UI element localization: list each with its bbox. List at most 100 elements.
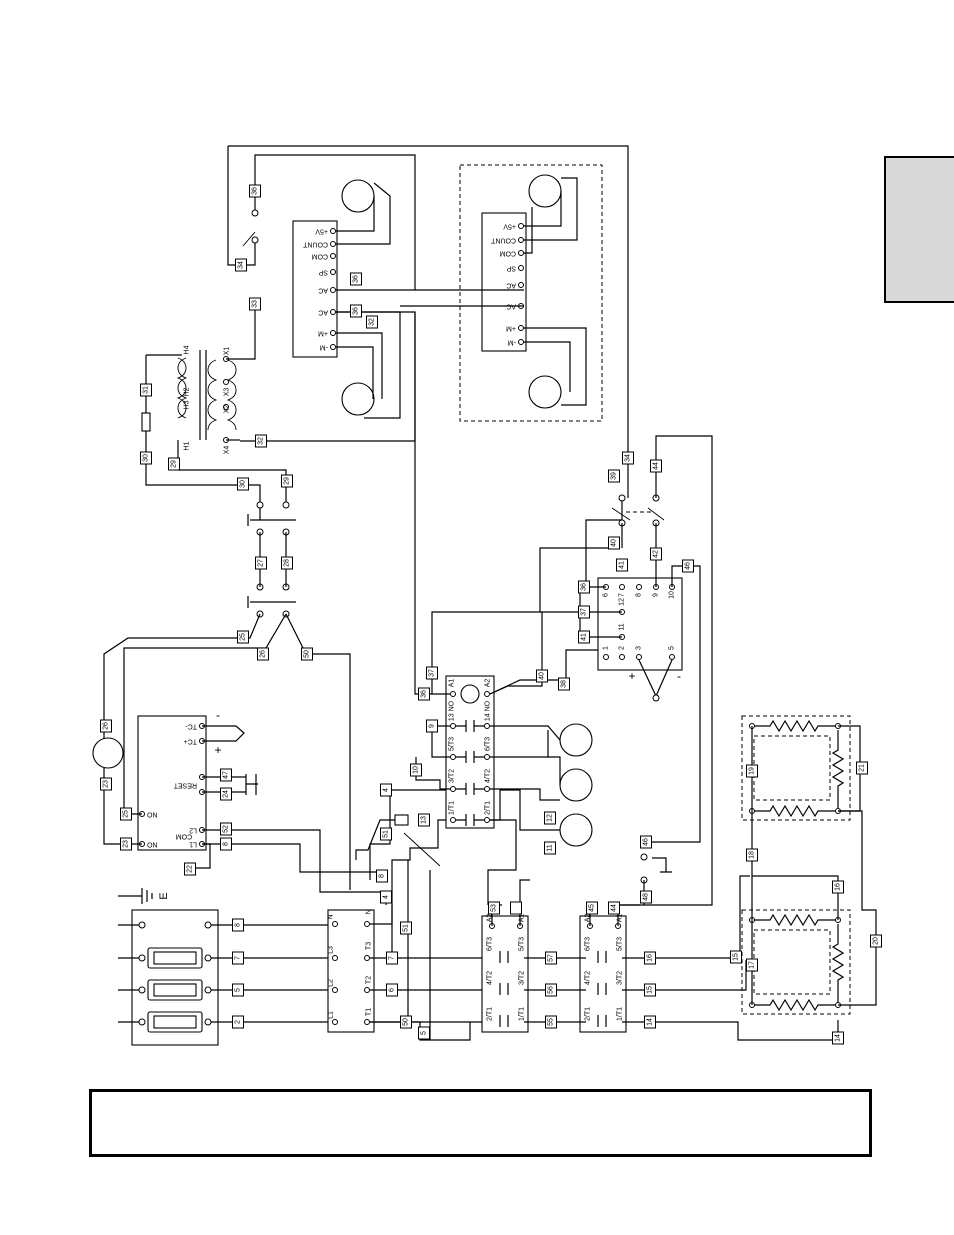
- wire-tag-50: 50: [301, 647, 313, 661]
- label-rb-5t3: 5/T3: [617, 937, 624, 951]
- label-n: N: [328, 914, 335, 919]
- wire-tag-label: 12: [547, 814, 554, 822]
- polarity-plus: +: [214, 743, 221, 757]
- wire-tag-30: 30: [237, 477, 249, 491]
- wire-tag-8: 8: [376, 869, 388, 883]
- wire-tag-label: 15: [733, 953, 740, 961]
- sensor-motor-top-left: [341, 179, 375, 213]
- label-l3: L3: [328, 946, 335, 954]
- wire-tag-33: 33: [249, 297, 261, 311]
- control-fuse: [141, 412, 151, 432]
- wire-tag-label: 41: [581, 633, 588, 641]
- wire-tag-label: 11: [547, 844, 554, 851]
- wire-tag-label: 36: [353, 307, 360, 315]
- wire-tag-label: 25: [240, 633, 247, 641]
- wire-tag-label: 4: [383, 895, 390, 899]
- wire-tag-36: 36: [578, 580, 590, 594]
- heater-bank-upper: [741, 715, 851, 821]
- label-com: COM: [312, 253, 329, 260]
- wire-tag-label: 16: [647, 954, 654, 962]
- wire-tag-36: 36: [418, 687, 430, 701]
- wire-tag-56: 56: [545, 983, 557, 997]
- wire-tag-label: 46: [643, 838, 650, 846]
- label-pin-9: 9: [653, 593, 660, 597]
- earth-label: E: [158, 892, 170, 899]
- wire-tag-label: 46: [685, 562, 692, 570]
- wire-tag-39: 39: [608, 469, 620, 483]
- wire-tag-label: 14: [647, 1018, 654, 1026]
- wire-tag-51: 51: [400, 921, 412, 935]
- wire-tag-7: 7: [386, 951, 398, 965]
- label-ra-1t1: 1/T1: [519, 1007, 526, 1021]
- wire-tag-53: 53: [488, 901, 500, 915]
- wire-tag-36: 36: [249, 184, 261, 198]
- label-no-2: NO: [146, 841, 157, 848]
- label-x4: X4: [224, 446, 231, 455]
- label-minus-m: -M: [320, 344, 328, 351]
- thermocouple-lamp: [92, 737, 124, 769]
- label-t3: T3: [366, 942, 373, 950]
- label-plus-m: +M: [318, 330, 328, 337]
- wire-tag-40: 40: [536, 669, 548, 683]
- wire-tag-52: 52: [220, 822, 232, 836]
- wire-tag-8: 8: [220, 837, 232, 851]
- label-rb-a2: A2: [585, 914, 592, 923]
- label-pin-1: 1: [603, 646, 610, 650]
- wire-tag-50: 50: [400, 1015, 412, 1029]
- polarity-minus: -: [216, 708, 220, 722]
- wire-tag-41: 41: [578, 630, 590, 644]
- label-count-r: COUNT: [490, 237, 516, 244]
- label-rb-1t1: 1/T1: [617, 1007, 624, 1021]
- wire-tag-label: 36: [353, 275, 360, 283]
- wire-tag-label: 45: [589, 904, 596, 912]
- motor-starter: A1 A2 13 NO 14 NO 5/T3 6/T3 3/T2 4/T2 1/…: [445, 675, 495, 829]
- label-x2: X2: [224, 405, 231, 414]
- label-ra-4t2: 4/T2: [487, 971, 494, 985]
- wire-tag-label: 29: [171, 460, 178, 468]
- wire-tag-label: 40: [611, 539, 618, 547]
- wire-tag-4: 4: [380, 783, 392, 797]
- wire-tag-36: 36: [350, 304, 362, 318]
- wire-tag-label: 13: [421, 816, 428, 824]
- wire-tag-14: 14: [832, 1031, 844, 1045]
- wire-tag-label: 36: [581, 583, 588, 591]
- label-reset: RESET: [173, 782, 197, 789]
- wire-tag-label: 10: [413, 766, 420, 774]
- drive-motor-top-right: [528, 375, 562, 409]
- label-x1: X1: [224, 347, 231, 356]
- notice-box: [89, 1089, 872, 1157]
- timer-polarity-minus: -: [677, 669, 681, 683]
- wire-tag-label: 22: [187, 865, 194, 873]
- wire-tag-label: 33: [252, 300, 259, 308]
- wire-tag-31: 31: [140, 383, 152, 397]
- label-l2: L2: [328, 979, 335, 987]
- wire-tag-label: 29: [284, 477, 291, 485]
- wire-tag-27: 27: [255, 556, 267, 570]
- wire-tag-label: 57: [548, 954, 555, 962]
- wire-tag-label: 37: [581, 608, 588, 616]
- wire-tag-label: 44: [611, 904, 618, 912]
- label-6t3: 6/T3: [485, 737, 492, 751]
- wire-tag-label: 48: [643, 893, 650, 901]
- label-pin-8: 8: [636, 593, 643, 597]
- wire-tag-14: 14: [644, 1015, 656, 1029]
- label-2t1: 2/T1: [485, 801, 492, 815]
- heater-relay-a: A2 A1 6/T3 5/T3 4/T2 3/T2 2/T1 1/T1: [481, 914, 529, 1033]
- wire-tag-label: 42: [653, 550, 660, 558]
- motor-m1: [559, 723, 593, 757]
- wire-tag-label: 30: [240, 480, 247, 488]
- wire-tag-24: 24: [220, 787, 232, 801]
- wire-tag-label: 2: [235, 1020, 242, 1024]
- label-h1: H1: [184, 441, 191, 450]
- wire-tag-label: 28: [284, 559, 291, 567]
- wire-tag-22: 22: [184, 862, 196, 876]
- section-tab: [884, 156, 954, 303]
- wire-tag-label: 36: [252, 187, 259, 195]
- wire-tag-label: 26: [260, 650, 267, 658]
- wire-tag-label: 37: [429, 669, 436, 677]
- wire-tag-label: 36: [421, 690, 428, 698]
- label-ra-6t3: 6/T3: [487, 937, 494, 951]
- wire-tag-16: 16: [832, 880, 844, 894]
- wire-tag-46: 46: [640, 835, 652, 849]
